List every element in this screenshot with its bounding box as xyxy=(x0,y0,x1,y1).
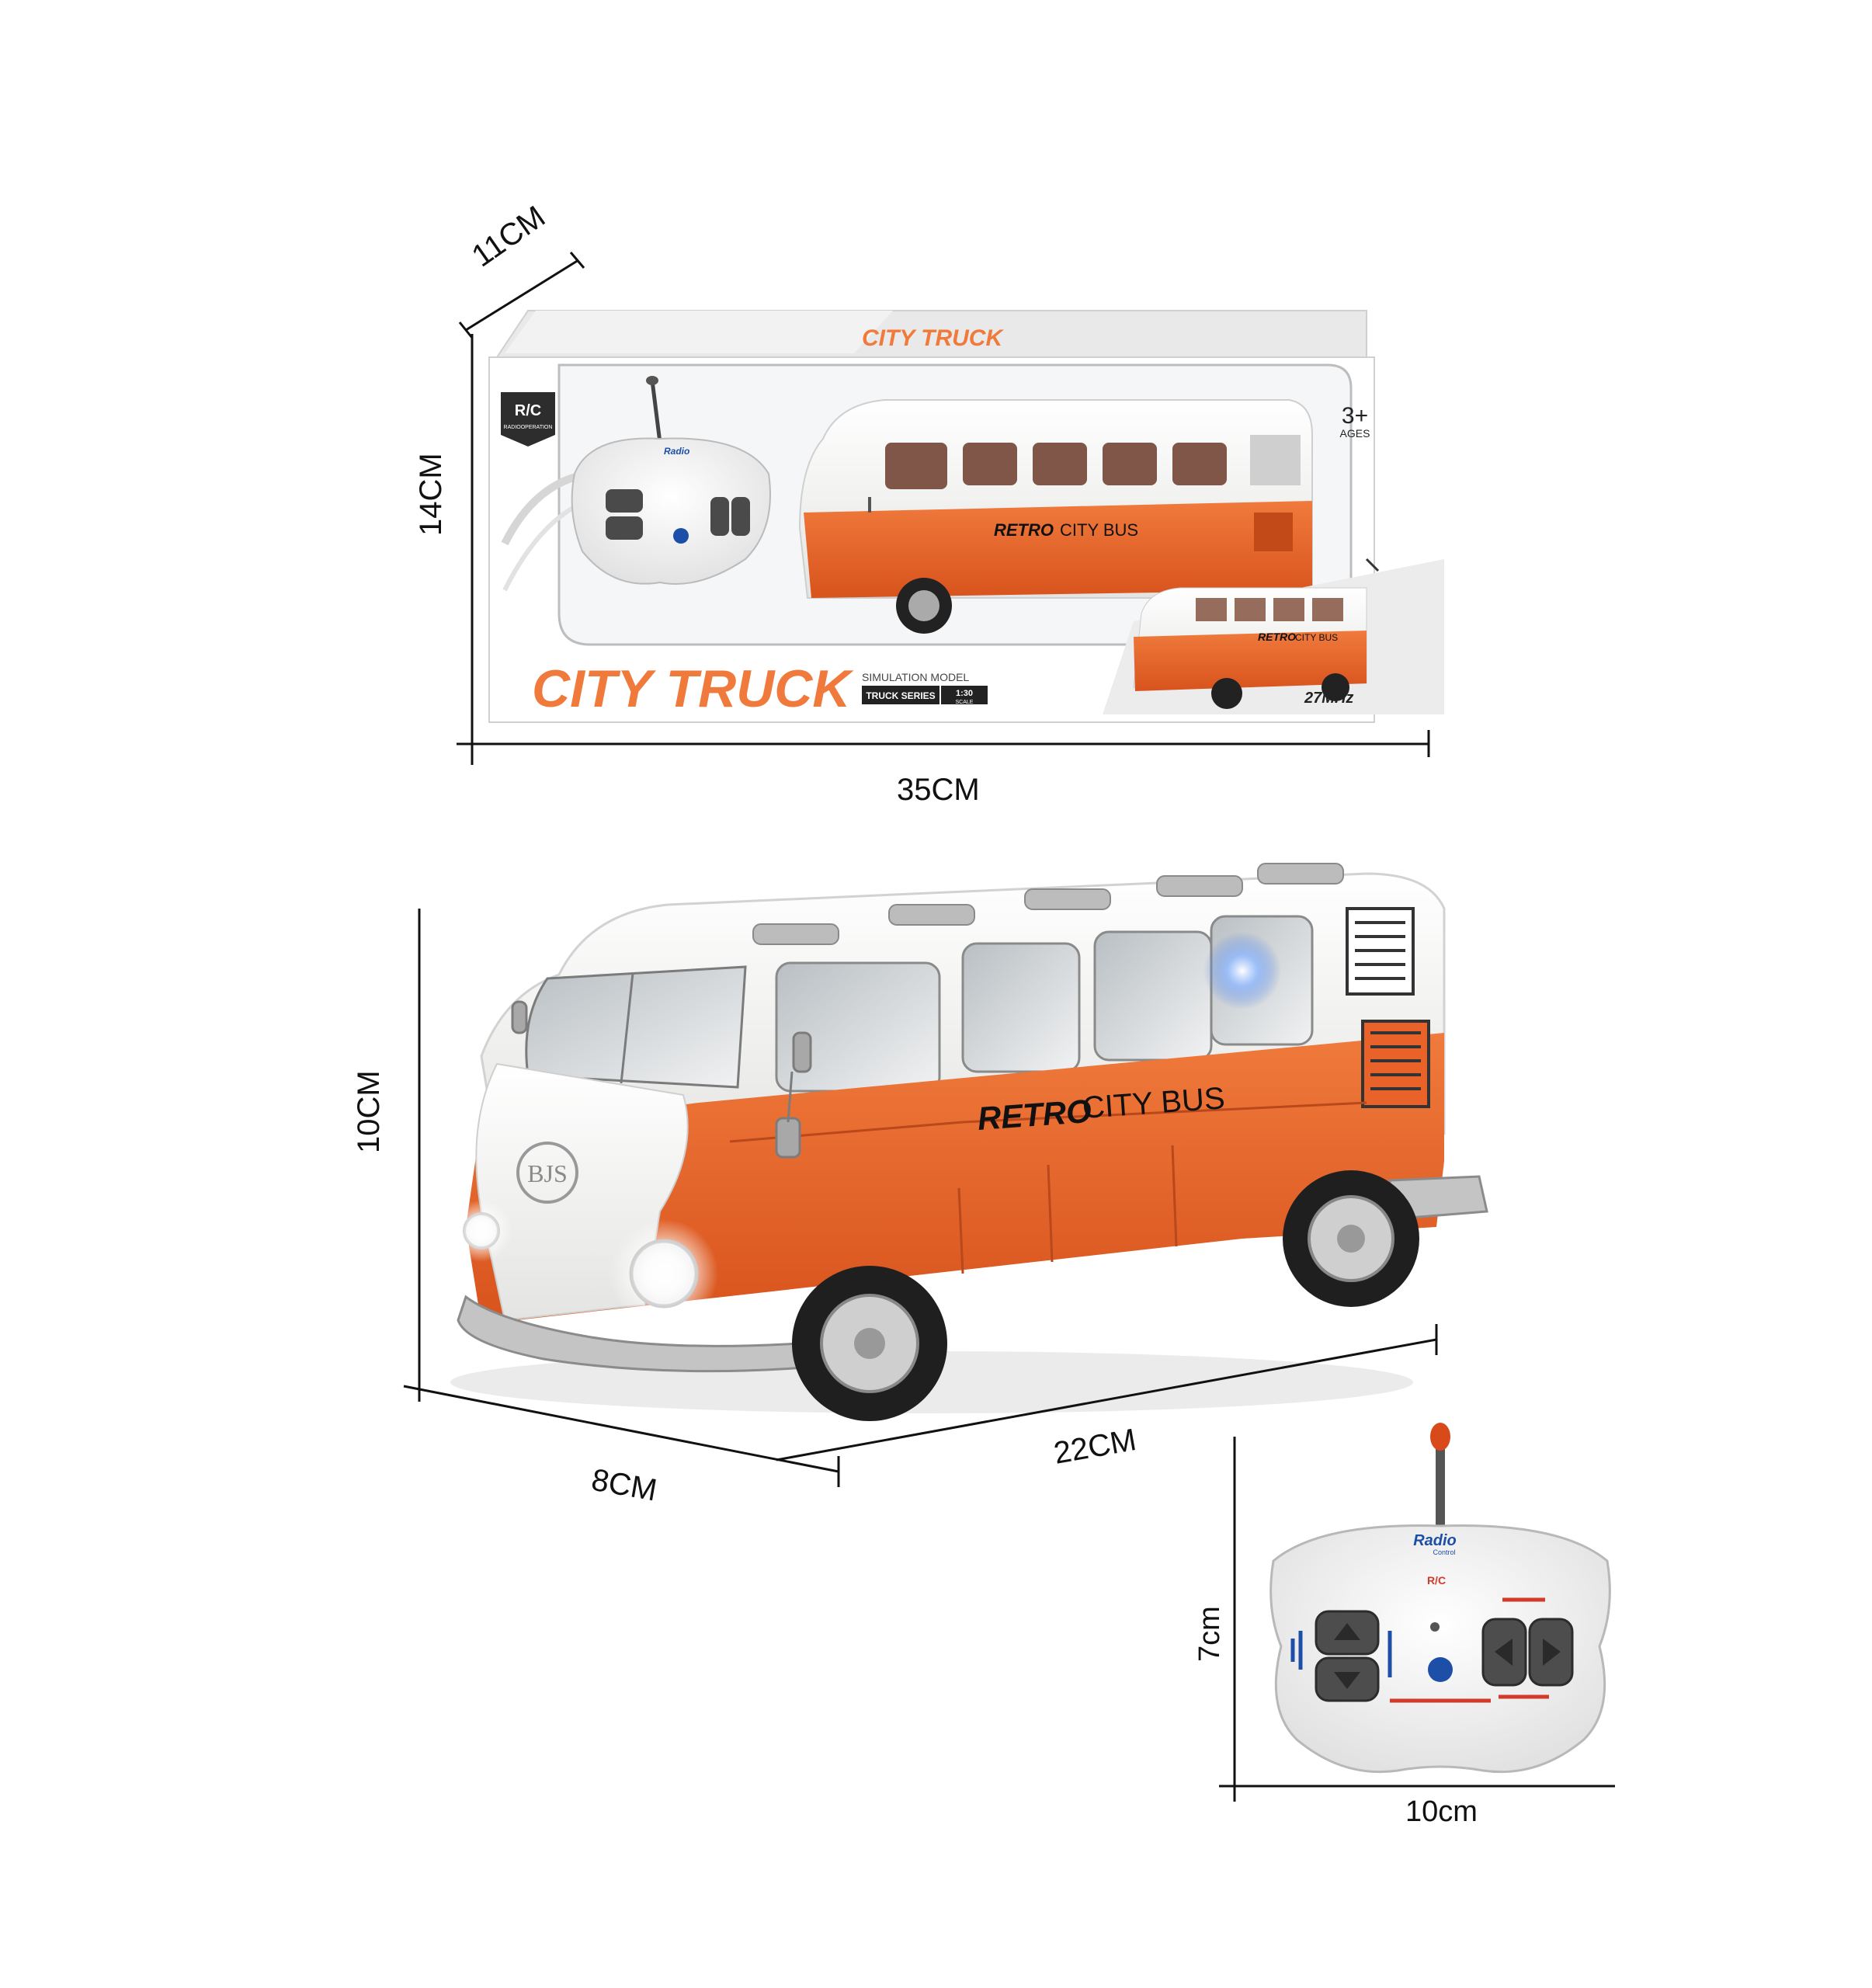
inset-bus-text-light: CITY BUS xyxy=(1295,632,1338,643)
package-product-title: CITY TRUCK xyxy=(532,659,854,718)
box-height-label: 14CM xyxy=(414,453,448,536)
series-label-box: TRUCK SERIES 1:30 SCALE xyxy=(862,686,988,705)
remote-width-label: 10cm xyxy=(1405,1795,1478,1828)
bus-dimension-lines xyxy=(403,909,1438,1487)
remote-brand-sub: Control xyxy=(1433,1548,1455,1556)
box-width-label: 35CM xyxy=(897,773,980,807)
bus-height-label: 10CM xyxy=(352,1070,386,1153)
package-series-label: TRUCK SERIES xyxy=(866,690,935,701)
remote-height-label: 7cm xyxy=(1193,1606,1226,1662)
box-remote-brand: Radio xyxy=(664,446,689,457)
rc-badge-sub: RADIOOPERATION xyxy=(504,425,553,430)
box-dimension-lines xyxy=(457,252,1430,765)
box-bus-text-light: CITY BUS xyxy=(1060,520,1138,540)
bus-front-emblem: BJS xyxy=(527,1159,568,1187)
bus-side-text-bold: RETRO xyxy=(976,1093,1092,1137)
package-top-title: CITY TRUCK xyxy=(862,325,1004,351)
box-bus-image: RETRO CITY BUS xyxy=(798,399,1313,634)
package-scale-label: 1:30 xyxy=(956,689,973,698)
box-remote-image: Radio xyxy=(571,376,771,585)
bus-depth-label: 8CM xyxy=(589,1463,659,1508)
age-badge-sub: AGES xyxy=(1340,427,1370,440)
age-badge: 3+ AGES xyxy=(1340,403,1370,440)
box-small-bus-image: RETRO CITY BUS xyxy=(1103,558,1444,714)
box-depth-label: 11CM xyxy=(466,200,551,274)
package-scale-sub: SCALE xyxy=(956,700,974,705)
package-box: CITY TRUCK R/C RADIOOPERATION 3+ AGES Ra… xyxy=(488,310,1444,723)
main-bus-image: BJS RETRO CITY BUS xyxy=(450,863,1488,1421)
inset-bus-text-bold: RETRO xyxy=(1258,631,1296,643)
rc-badge-text: R/C xyxy=(515,402,541,419)
package-frequency: 27MHz xyxy=(1304,690,1353,707)
age-badge-text: 3+ xyxy=(1342,403,1368,429)
box-bus-text-bold: RETRO xyxy=(994,520,1054,540)
package-simulation-label: SIMULATION MODEL xyxy=(862,671,969,683)
bus-length-label: 22CM xyxy=(1051,1423,1139,1471)
remote-rc-mark: R/C xyxy=(1427,1574,1446,1587)
remote-brand-top: Radio xyxy=(1413,1532,1457,1549)
bus-front-wheel xyxy=(792,1266,947,1421)
bus-rear-wheel xyxy=(1283,1170,1419,1307)
remote-dimension-lines xyxy=(1219,1437,1615,1802)
rc-badge: R/C RADIOOPERATION xyxy=(501,392,555,447)
remote-image: Radio Control R/C xyxy=(1269,1423,1611,1774)
